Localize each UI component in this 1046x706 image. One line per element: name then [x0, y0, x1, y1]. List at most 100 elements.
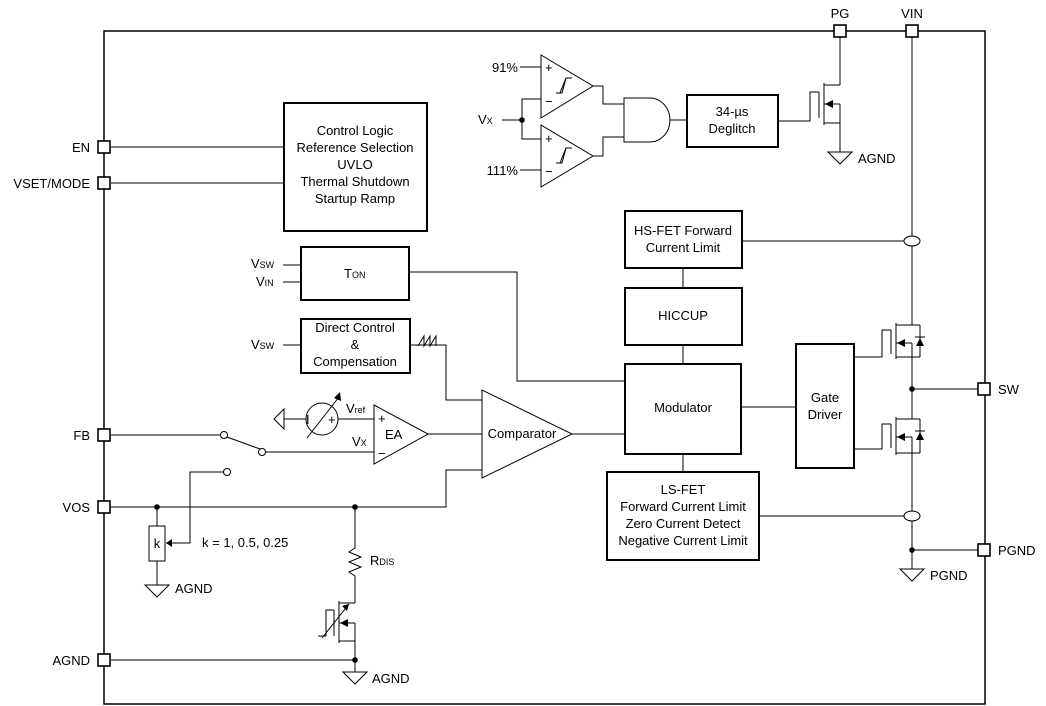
ls-fet-line3: Zero Current Detect — [626, 516, 741, 531]
ground-symbol-divider — [143, 584, 171, 598]
hs-fet-arrow — [897, 339, 905, 347]
pin-en — [97, 140, 111, 154]
pin-pg — [833, 24, 847, 38]
svg-text:−: − — [545, 164, 553, 179]
dis-fet-slash-arrow — [342, 604, 349, 611]
direct-control-line1: Direct Control — [315, 320, 395, 335]
pin-sw-label: SW — [998, 382, 1020, 397]
pin-vin — [905, 24, 919, 38]
switch-contact-vos — [223, 468, 231, 476]
ls-fet-arrow — [897, 433, 905, 441]
wires — [110, 37, 978, 672]
svg-text:+: + — [545, 60, 553, 75]
svg-text:+: + — [328, 412, 336, 427]
control-logic-block — [283, 102, 428, 232]
control-logic-line2: Reference Selection — [296, 140, 413, 155]
label-vx-pg: VX — [478, 112, 493, 127]
label-vref: Vref — [346, 401, 366, 416]
vref-current-source: I + — [273, 392, 341, 439]
hs-fet-diode — [916, 338, 924, 346]
k-wiper-arrow — [166, 539, 172, 547]
label-vx-ea: VX — [352, 434, 367, 449]
control-logic-line5: Startup Ramp — [315, 191, 395, 206]
direct-control-line3: Compensation — [313, 354, 397, 369]
pin-fb — [97, 428, 111, 442]
pin-pgnd — [977, 543, 991, 557]
ls-current-sense — [903, 510, 921, 522]
pin-en-label: EN — [72, 140, 90, 155]
ramp-icon — [417, 334, 437, 348]
chip-outline — [103, 30, 986, 705]
direct-control-block — [300, 318, 411, 374]
pin-vin-label: VIN — [901, 6, 923, 21]
pin-sw — [977, 382, 991, 396]
pin-fb-label: FB — [73, 428, 90, 443]
hs-current-sense — [903, 235, 921, 247]
deglitch-line2: Deglitch — [709, 121, 756, 136]
ground-symbol-pgnd — [898, 550, 926, 582]
ls-fet-limit-block — [606, 471, 760, 561]
pin-pgnd-label: PGND — [998, 543, 1036, 558]
label-k-ratio: k = 1, 0.5, 0.25 — [202, 535, 288, 550]
svg-text:−: − — [378, 446, 386, 461]
label-agnd-pg: AGND — [858, 151, 896, 166]
pin-vset-label: VSET/MODE — [13, 176, 90, 191]
control-logic-line3: UVLO — [337, 157, 372, 172]
deglitch-line1: 34-µs — [716, 104, 749, 119]
hs-fet-limit-block — [624, 210, 743, 269]
k-label: k — [154, 536, 161, 551]
ea-label: EA — [385, 427, 403, 442]
control-logic-line1: Control Logic — [317, 123, 394, 138]
ground-symbol-pg — [826, 151, 854, 165]
svg-text:−: − — [545, 94, 553, 109]
ls-fet-line1: LS-FET — [661, 482, 706, 497]
direct-control-line2: & — [351, 337, 360, 352]
hiccup-label: HICCUP — [658, 308, 708, 323]
pin-agnd — [97, 653, 111, 667]
and-gate — [623, 97, 671, 143]
control-logic-line4: Thermal Shutdown — [300, 174, 409, 189]
pin-agnd-label: AGND — [52, 653, 90, 668]
pin-vset — [97, 176, 111, 190]
hs-fet-line2: Current Limit — [646, 240, 721, 255]
pin-vos-label: VOS — [63, 500, 91, 515]
pg-fet-arrow — [825, 100, 833, 108]
pg-comparator-low: + − — [540, 124, 594, 188]
svg-text:+: + — [378, 411, 386, 426]
ton-block — [300, 246, 410, 301]
label-vsw-direct: VSW — [251, 337, 275, 352]
gate-driver-line2: Driver — [808, 407, 843, 422]
pg-comparator-high: + − — [540, 54, 594, 119]
svg-text:+: + — [545, 131, 553, 146]
ls-fet-line4: Negative Current Limit — [618, 533, 748, 548]
hs-fet-line1: HS-FET Forward — [634, 223, 732, 238]
modulator-block — [624, 363, 742, 455]
label-rdis: RDIS — [370, 553, 394, 568]
hiccup-block — [624, 287, 743, 346]
ton-label: TON — [344, 266, 365, 281]
switch-contact-common — [258, 448, 266, 456]
pin-vos — [97, 500, 111, 514]
k-divider-resistor — [148, 525, 166, 562]
ls-fet-line2: Forward Current Limit — [620, 499, 746, 514]
ls-fet-diode — [916, 432, 924, 440]
error-amplifier — [373, 404, 430, 465]
label-agnd-divider: AGND — [175, 581, 213, 596]
dis-fet-arrow — [340, 619, 348, 627]
label-pgnd-ground: PGND — [930, 568, 968, 583]
switch-contact-fb — [220, 431, 228, 439]
svg-text:I: I — [306, 412, 310, 427]
gate-driver-block — [795, 343, 855, 469]
deglitch-block — [686, 94, 779, 148]
label-111pct: 111% — [487, 163, 519, 178]
label-vsw-ton: VSW — [251, 256, 275, 271]
label-agnd-dis: AGND — [372, 671, 410, 686]
label-91pct: 91% — [492, 60, 518, 75]
modulator-label: Modulator — [654, 400, 712, 415]
label-vin-ton: VIN — [256, 274, 274, 289]
gate-driver-line1: Gate — [811, 390, 839, 405]
comparator-label: Comparator — [488, 426, 557, 441]
comparator-symbol — [481, 389, 574, 479]
pin-pg-label: PG — [831, 6, 850, 21]
